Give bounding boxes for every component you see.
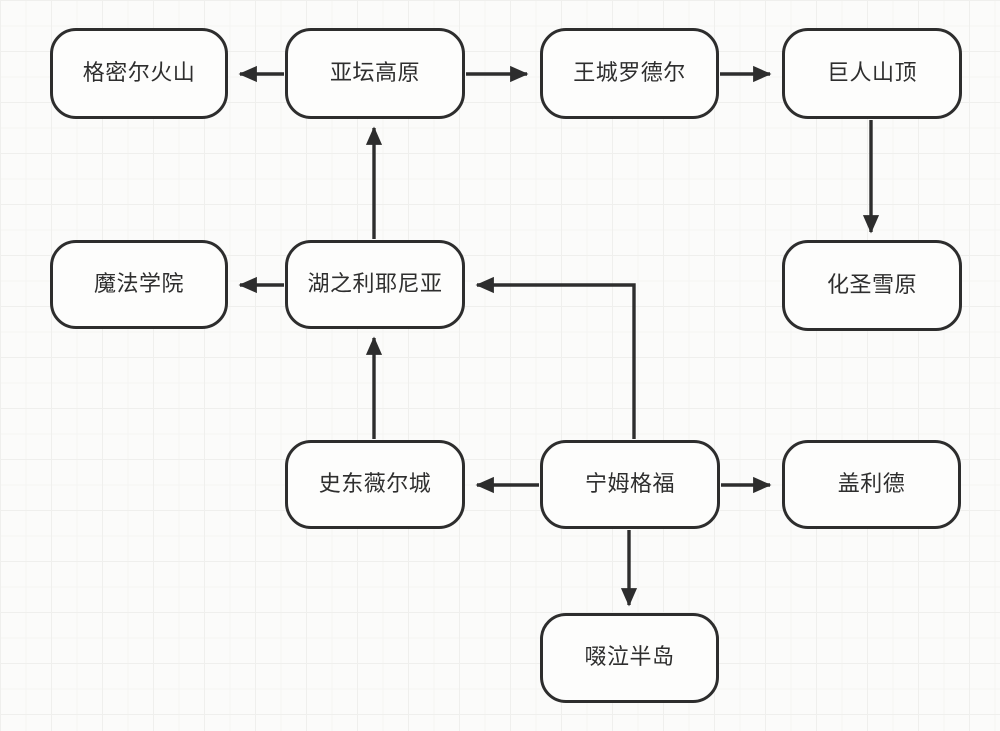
node-label: 王城罗德尔 <box>573 60 686 86</box>
node-label: 巨人山顶 <box>826 60 917 86</box>
node-label: 化圣雪原 <box>826 272 917 298</box>
node-limgrave[interactable]: 宁姆格福 <box>540 440 720 529</box>
node-label: 格密尔火山 <box>82 60 196 86</box>
node-label: 亚坛高原 <box>329 60 420 86</box>
node-label: 啜泣半岛 <box>584 645 675 670</box>
node-giant-mountaintop[interactable]: 巨人山顶 <box>782 28 962 119</box>
node-royal-capital-luodeer[interactable]: 王城罗德尔 <box>540 28 719 119</box>
node-consecrated-snowfield[interactable]: 化圣雪原 <box>782 240 962 331</box>
node-weeping-peninsula[interactable]: 啜泣半岛 <box>540 613 719 703</box>
node-academy-of-magic[interactable]: 魔法学院 <box>50 240 228 329</box>
node-gemier-volcano[interactable]: 格密尔火山 <box>50 28 228 119</box>
node-label: 宁姆格福 <box>584 471 675 497</box>
node-yatan-plateau[interactable]: 亚坛高原 <box>285 28 465 119</box>
node-label: 盖利德 <box>837 471 906 497</box>
node-caelid[interactable]: 盖利德 <box>782 440 961 529</box>
edge-ningmugefu-to-liyeniya <box>475 276 636 439</box>
node-label: 湖之利耶尼亚 <box>307 271 443 297</box>
node-stormveil-castle[interactable]: 史东薇尔城 <box>285 440 465 529</box>
node-liurnia-of-the-lakes[interactable]: 湖之利耶尼亚 <box>285 240 465 329</box>
node-label: 史东薇尔城 <box>318 471 432 497</box>
node-label: 魔法学院 <box>93 271 184 297</box>
